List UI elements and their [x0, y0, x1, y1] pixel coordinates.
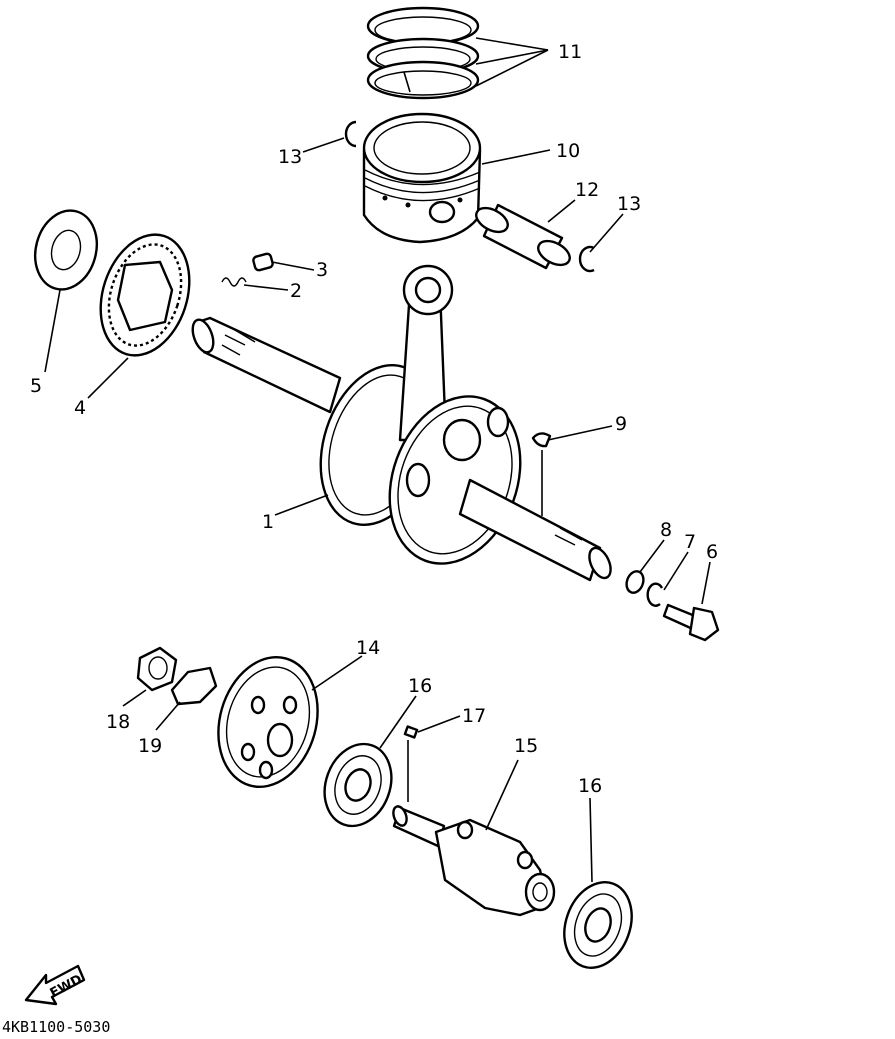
piston-pin — [475, 203, 571, 270]
washer-8 — [625, 570, 645, 594]
callout-18: 18 — [106, 711, 130, 733]
timing-gear — [99, 233, 191, 357]
circlip-right — [578, 245, 595, 273]
bearing-right — [563, 881, 633, 969]
callout-6: 6 — [706, 541, 718, 563]
callout-13-right: 13 — [617, 193, 641, 215]
balancer-shaft — [392, 805, 556, 917]
callout-13-left: 13 — [278, 146, 302, 168]
lock-washer — [170, 666, 218, 706]
bearing-left — [323, 742, 393, 828]
bolt — [662, 603, 720, 642]
callout-7: 7 — [684, 531, 696, 553]
callout-11: 11 — [558, 41, 582, 63]
callout-9: 9 — [615, 413, 627, 435]
plate — [34, 209, 98, 291]
nut — [136, 646, 178, 692]
callout-numbers: 11 10 13 12 13 3 2 5 4 9 1 8 7 6 14 16 1… — [30, 41, 718, 797]
circlip-left — [344, 120, 357, 148]
circlip-7 — [646, 582, 664, 607]
callout-17: 17 — [462, 705, 486, 727]
balancer-drive-gear — [217, 655, 319, 789]
callout-10: 10 — [556, 140, 580, 162]
callout-19: 19 — [138, 735, 162, 757]
callout-2: 2 — [290, 280, 302, 302]
callout-12: 12 — [575, 179, 599, 201]
callout-1: 1 — [262, 511, 274, 533]
leader-lines — [44, 37, 711, 883]
piston-rings — [366, 6, 480, 100]
spring — [221, 277, 247, 287]
fwd-arrow: FWD — [24, 964, 86, 1006]
callout-8: 8 — [660, 519, 672, 541]
piston — [362, 112, 482, 244]
callout-3: 3 — [316, 259, 328, 281]
callout-5: 5 — [30, 375, 42, 397]
key-17 — [403, 725, 419, 739]
callout-4: 4 — [74, 397, 86, 419]
woodruff-key — [531, 432, 552, 448]
dowel-pin — [252, 252, 274, 272]
callout-16-right: 16 — [578, 775, 602, 797]
callout-15: 15 — [514, 735, 538, 757]
crankshaft-assembly — [191, 264, 612, 582]
callout-16-left: 16 — [408, 675, 432, 697]
callout-14: 14 — [356, 637, 380, 659]
diagram-reference-code: 4KB1100-5030 — [2, 1018, 111, 1036]
